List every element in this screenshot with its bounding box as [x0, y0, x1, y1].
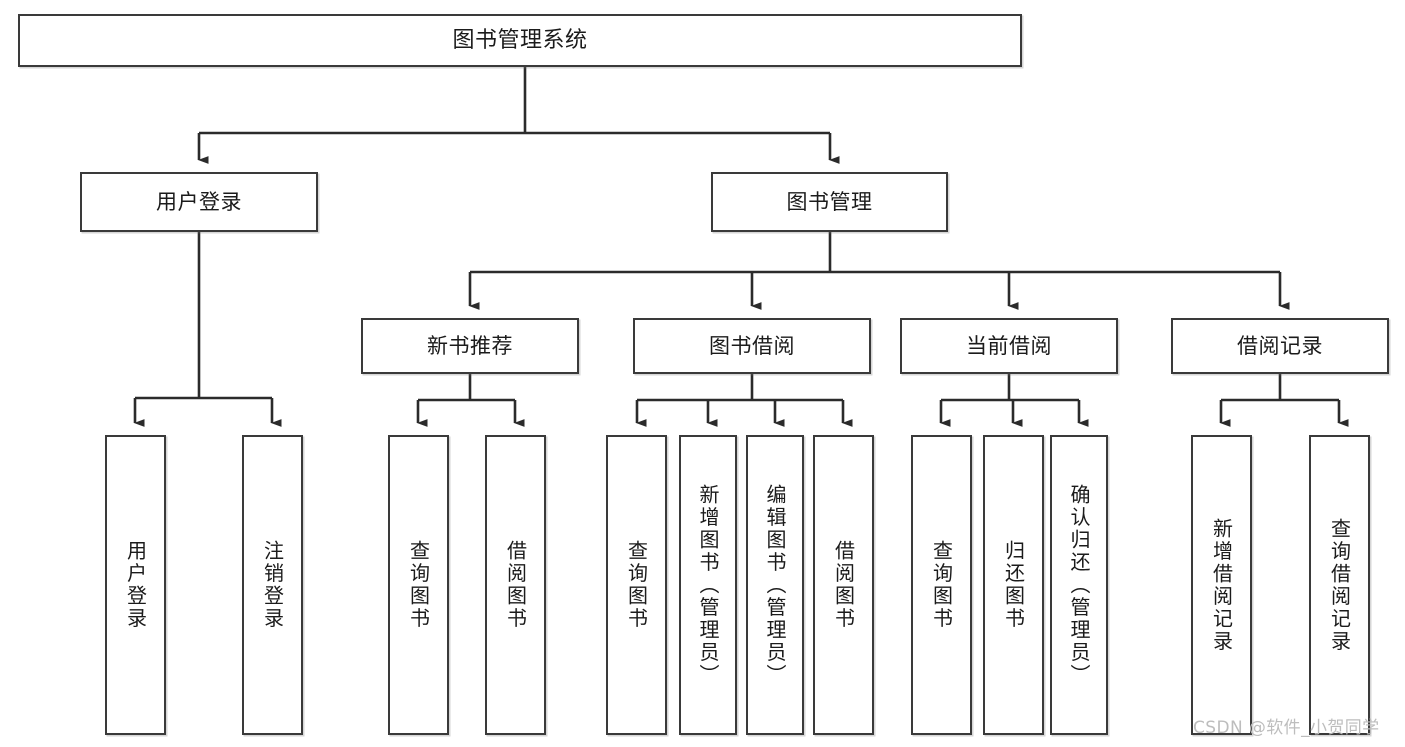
leaf-query-book-rec-label: 查询图书 — [406, 540, 431, 630]
leaf-logout[interactable]: 注销登录 — [242, 435, 303, 735]
leaf-confirm-return[interactable]: 确认归还（管理员） — [1050, 435, 1108, 735]
node-book-manage-label: 图书管理 — [786, 189, 873, 214]
leaf-edit-book[interactable]: 编辑图书（管理员） — [746, 435, 804, 735]
leaf-confirm-return-label: 确认归还（管理员） — [1067, 483, 1091, 687]
leaf-query-book-cb-label: 查询图书 — [929, 540, 954, 630]
leaf-borrow-book-br-label: 借阅图书 — [831, 540, 856, 630]
leaf-borrow-book-rec[interactable]: 借阅图书 — [485, 435, 546, 735]
leaf-return-book-label: 归还图书 — [1001, 540, 1026, 630]
leaf-borrow-book-rec-label: 借阅图书 — [503, 540, 528, 630]
leaf-edit-book-label: 编辑图书（管理员） — [763, 483, 787, 687]
node-user-login-label: 用户登录 — [156, 189, 242, 214]
node-borrow-record-label: 借阅记录 — [1237, 333, 1323, 358]
leaf-query-book-br-label: 查询图书 — [624, 540, 649, 630]
node-user-login[interactable]: 用户登录 — [80, 172, 318, 232]
leaf-return-book[interactable]: 归还图书 — [983, 435, 1044, 735]
leaf-user-login[interactable]: 用户登录 — [105, 435, 166, 735]
node-current-borrow-label: 当前借阅 — [966, 333, 1052, 358]
node-borrow-record[interactable]: 借阅记录 — [1171, 318, 1389, 374]
leaf-user-login-label: 用户登录 — [123, 540, 148, 630]
leaf-add-record[interactable]: 新增借阅记录 — [1191, 435, 1252, 735]
leaf-query-book-rec[interactable]: 查询图书 — [388, 435, 449, 735]
node-root-system-label: 图书管理系统 — [452, 27, 588, 53]
node-new-book-recommend-label: 新书推荐 — [427, 333, 513, 358]
leaf-logout-label: 注销登录 — [260, 540, 285, 630]
leaf-query-book-cb[interactable]: 查询图书 — [911, 435, 972, 735]
node-book-manage[interactable]: 图书管理 — [711, 172, 948, 232]
node-book-borrow-label: 图书借阅 — [709, 333, 795, 358]
leaf-add-book[interactable]: 新增图书（管理员） — [679, 435, 737, 735]
leaf-add-record-label: 新增借阅记录 — [1209, 517, 1234, 653]
node-root-system[interactable]: 图书管理系统 — [18, 14, 1022, 67]
leaf-query-record[interactable]: 查询借阅记录 — [1309, 435, 1370, 735]
leaf-borrow-book-br[interactable]: 借阅图书 — [813, 435, 874, 735]
node-book-borrow[interactable]: 图书借阅 — [633, 318, 871, 374]
leaf-query-book-br[interactable]: 查询图书 — [606, 435, 667, 735]
node-new-book-recommend[interactable]: 新书推荐 — [361, 318, 579, 374]
leaf-query-record-label: 查询借阅记录 — [1327, 517, 1352, 653]
node-current-borrow[interactable]: 当前借阅 — [900, 318, 1118, 374]
leaf-add-book-label: 新增图书（管理员） — [696, 483, 720, 687]
csdn-watermark: CSDN @软件_小贺同学 — [1193, 718, 1380, 738]
